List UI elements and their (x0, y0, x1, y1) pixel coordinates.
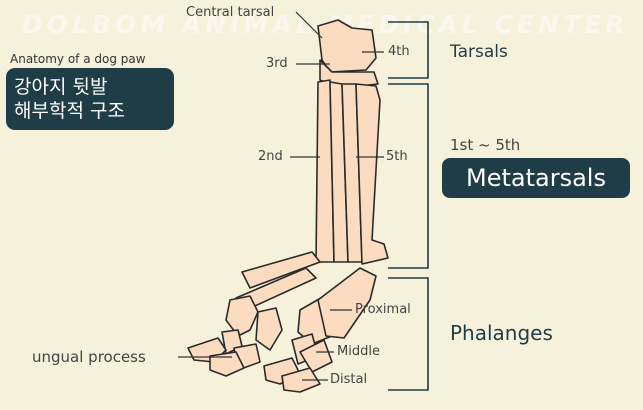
label-third: 3rd (266, 56, 288, 71)
label-second: 2nd (258, 149, 283, 164)
label-proximal: Proximal (355, 302, 411, 317)
label-fourth: 4th (388, 44, 410, 59)
metatarsal-5 (355, 83, 389, 265)
group-metatarsals-range: 1st ~ 5th (450, 136, 521, 154)
bracket-phalanges (388, 277, 429, 391)
label-fifth: 5th (386, 149, 408, 164)
title-box: 강아지 뒷발 해부학적 구조 (6, 68, 174, 130)
title-line-1: 강아지 뒷발 (14, 76, 108, 98)
digit-5-proximal (317, 267, 377, 339)
digit-5-distal (281, 367, 321, 393)
group-metatarsals: Metatarsals (442, 158, 630, 198)
bracket-tarsals (388, 21, 429, 79)
bracket-metatarsals (388, 83, 429, 269)
label-distal: Distal (330, 372, 368, 387)
group-tarsals: Tarsals (450, 42, 508, 62)
label-middle: Middle (337, 344, 380, 359)
label-ungual-process: ungual process (32, 348, 146, 366)
group-phalanges: Phalanges (450, 321, 553, 345)
digit-1-proximal (241, 251, 321, 289)
subtitle: Anatomy of a dog paw (10, 52, 146, 66)
digit-5-middle (299, 339, 333, 373)
title-line-2: 해부학적 구조 (14, 100, 125, 122)
digit-3-proximal (255, 307, 283, 351)
label-central-tarsal: Central tarsal (186, 5, 275, 20)
third-tarsal-bone (319, 59, 379, 89)
digit-2-proximal (225, 295, 259, 337)
leader-central-tarsal (295, 11, 323, 39)
digit-3-distal (209, 351, 245, 377)
